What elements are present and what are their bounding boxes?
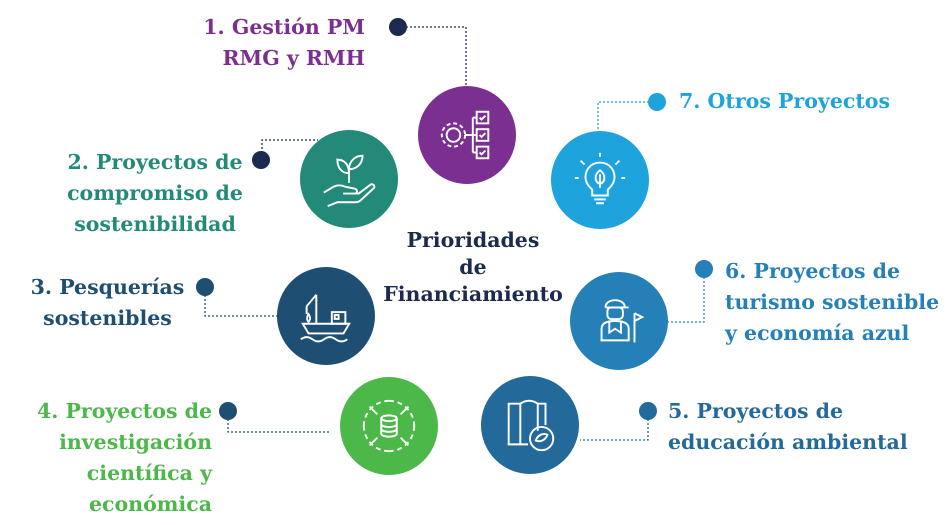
priority-4-line-4: económica [88, 492, 212, 516]
priority-2-line-1: 2. Proyectos de [67, 150, 243, 174]
priority-6-circle [570, 272, 668, 370]
center-title-line-1: Prioridades [406, 228, 540, 252]
connector-3 [204, 287, 282, 317]
priority-4-line-2: investigación [59, 430, 212, 454]
connector-1 [398, 26, 467, 88]
priority-7-label: 7. Otros Proyectos [679, 86, 890, 117]
priority-3-line-1: 3. Pesquerías [30, 275, 185, 299]
priority-4-label: 4. Proyectos de investigación científica… [37, 396, 212, 520]
priority-6-line-2: turismo sostenible [725, 290, 940, 314]
priority-6-line-3: y economía azul [725, 321, 910, 345]
priority-2-circle [300, 130, 398, 228]
priority-5-line-1: 5. Proyectos de [668, 399, 844, 423]
priority-2-line-3: sostenibilidad [74, 212, 236, 236]
database-network-icon [362, 399, 416, 453]
connector-7 [597, 101, 657, 130]
priority-3-label: 3. Pesquerías sostenibles [25, 272, 190, 334]
priority-1-line-1: 1. Gestión PM [203, 15, 365, 39]
priority-4-line-3: científica y [86, 461, 212, 485]
connector-dot-4 [219, 402, 237, 420]
priority-5-circle [481, 376, 579, 474]
priority-1-label: 1. Gestión PM RMG y RMH [203, 12, 365, 74]
connector-6 [668, 269, 705, 323]
center-title: Prioridades de Financiamiento [378, 227, 568, 308]
priority-2-label: 2. Proyectos de compromiso de sostenibil… [55, 147, 255, 240]
center-title-line-3: Financiamiento [383, 282, 563, 306]
priority-3-line-2: sostenibles [43, 306, 172, 330]
priority-3-circle [277, 267, 375, 365]
connector-dot-2 [252, 151, 270, 169]
priority-4-circle [340, 377, 438, 475]
priority-1-line-2: RMG y RMH [222, 46, 365, 70]
connector-dot-6 [695, 260, 713, 278]
connector-dot-3 [196, 278, 214, 296]
priority-6-line-1: 6. Proyectos de [725, 259, 901, 283]
priority-5-line-2: educación ambiental [668, 430, 908, 454]
priority-7-line-1: 7. Otros Proyectos [679, 89, 891, 113]
connector-4 [227, 411, 330, 433]
gear-checklist-icon [440, 110, 490, 160]
priority-6-label: 6. Proyectos de turismo sostenible y eco… [725, 256, 939, 349]
priority-7-circle [551, 131, 649, 229]
center-title-line-2: de [459, 255, 487, 279]
priority-4-line-1: 4. Proyectos de [36, 399, 212, 423]
connector-dot-7 [648, 93, 666, 111]
lightbulb-leaf-icon [574, 152, 626, 205]
connector-dot-1 [389, 18, 407, 36]
priority-1-circle [418, 86, 516, 184]
connector-dot-5 [639, 402, 657, 420]
connector-5 [580, 411, 649, 441]
fishing-boat-icon [300, 294, 351, 343]
priority-2-line-2: compromiso de [67, 181, 243, 205]
hand-plant-icon [323, 154, 376, 208]
priority-5-label: 5. Proyectos de educación ambiental [668, 396, 908, 458]
tourist-guide-icon [600, 299, 645, 343]
book-leaf-icon [507, 399, 555, 452]
